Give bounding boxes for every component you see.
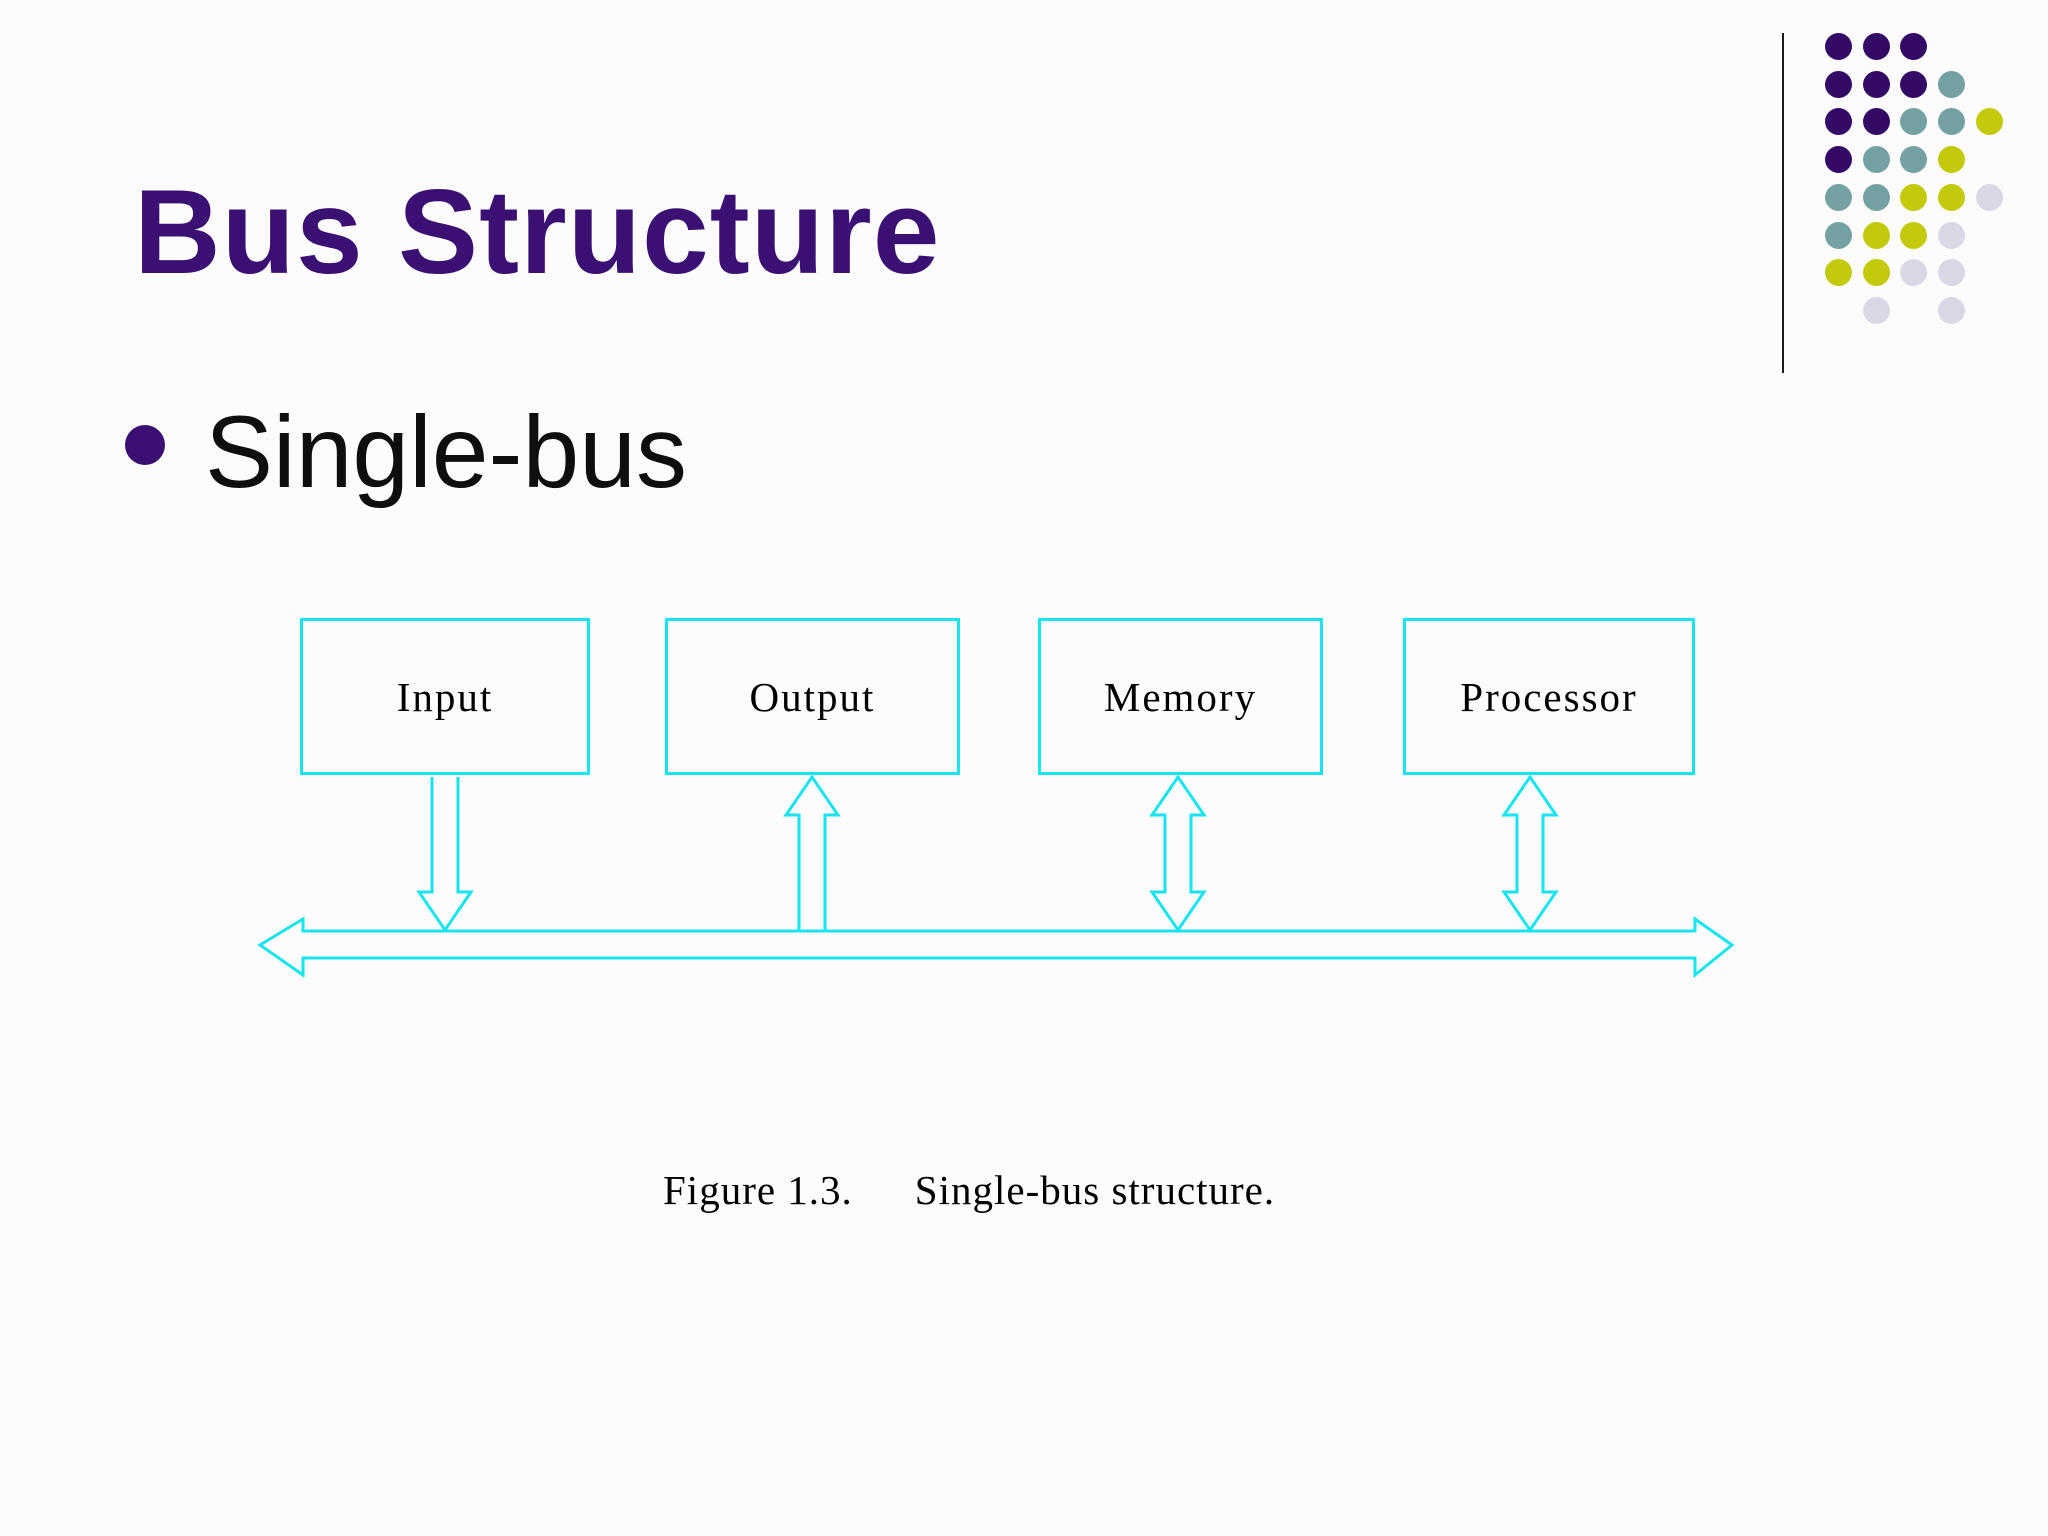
diagram-box-memory: Memory bbox=[1038, 618, 1323, 775]
dot bbox=[1900, 146, 1928, 174]
box-label-processor: Processor bbox=[1460, 673, 1638, 720]
dot bbox=[1900, 70, 1928, 98]
dot bbox=[1825, 146, 1852, 174]
dot bbox=[1862, 221, 1890, 249]
box-label-memory: Memory bbox=[1103, 673, 1258, 720]
figure-caption: Figure 1.3. Single-bus structure. bbox=[663, 1170, 1275, 1211]
bullet-icon bbox=[125, 425, 165, 465]
divider-line bbox=[1782, 33, 1784, 373]
dot bbox=[1900, 33, 1928, 60]
dot bbox=[1938, 259, 1966, 287]
dot bbox=[1938, 221, 1966, 249]
dot bbox=[1938, 108, 1966, 136]
memory-double-arrow bbox=[1149, 774, 1207, 933]
dot bbox=[1825, 183, 1852, 211]
dot bbox=[1825, 259, 1852, 287]
dot bbox=[1825, 108, 1852, 136]
diagram-box-input: Input bbox=[300, 618, 590, 775]
dot bbox=[1900, 221, 1928, 249]
dot bbox=[1862, 183, 1890, 211]
diagram-box-processor: Processor bbox=[1403, 618, 1695, 775]
processor-double-arrow bbox=[1501, 774, 1559, 933]
dot bbox=[1938, 146, 1966, 174]
dot bbox=[1975, 183, 2003, 211]
dot bbox=[1862, 108, 1890, 136]
diagram-box-output: Output bbox=[665, 618, 960, 775]
figure-caption-text: Single-bus structure. bbox=[914, 1167, 1276, 1213]
dot bbox=[1862, 296, 1890, 324]
dot bbox=[1938, 70, 1966, 98]
dot-grid-decoration bbox=[1825, 33, 2035, 333]
dot bbox=[1975, 108, 2003, 136]
dot bbox=[1900, 108, 1928, 136]
output-up-arrow bbox=[783, 774, 841, 931]
input-down-arrow bbox=[416, 777, 474, 933]
dot bbox=[1825, 221, 1852, 249]
dot bbox=[1825, 70, 1852, 98]
dot bbox=[1862, 70, 1890, 98]
box-label-output: Output bbox=[749, 673, 876, 720]
dot bbox=[1862, 146, 1890, 174]
dot bbox=[1938, 296, 1966, 324]
bus-arrow bbox=[257, 916, 1735, 979]
figure-caption-label: Figure 1.3. bbox=[663, 1167, 853, 1213]
dot bbox=[1938, 183, 1966, 211]
page-title: Bus Structure bbox=[134, 165, 941, 299]
dot bbox=[1900, 259, 1928, 287]
bullet-item-single-bus: Single-bus bbox=[205, 395, 687, 509]
dot bbox=[1825, 33, 1852, 60]
dot bbox=[1862, 259, 1890, 287]
dot bbox=[1862, 33, 1890, 60]
dot bbox=[1900, 183, 1928, 211]
box-label-input: Input bbox=[396, 673, 494, 720]
